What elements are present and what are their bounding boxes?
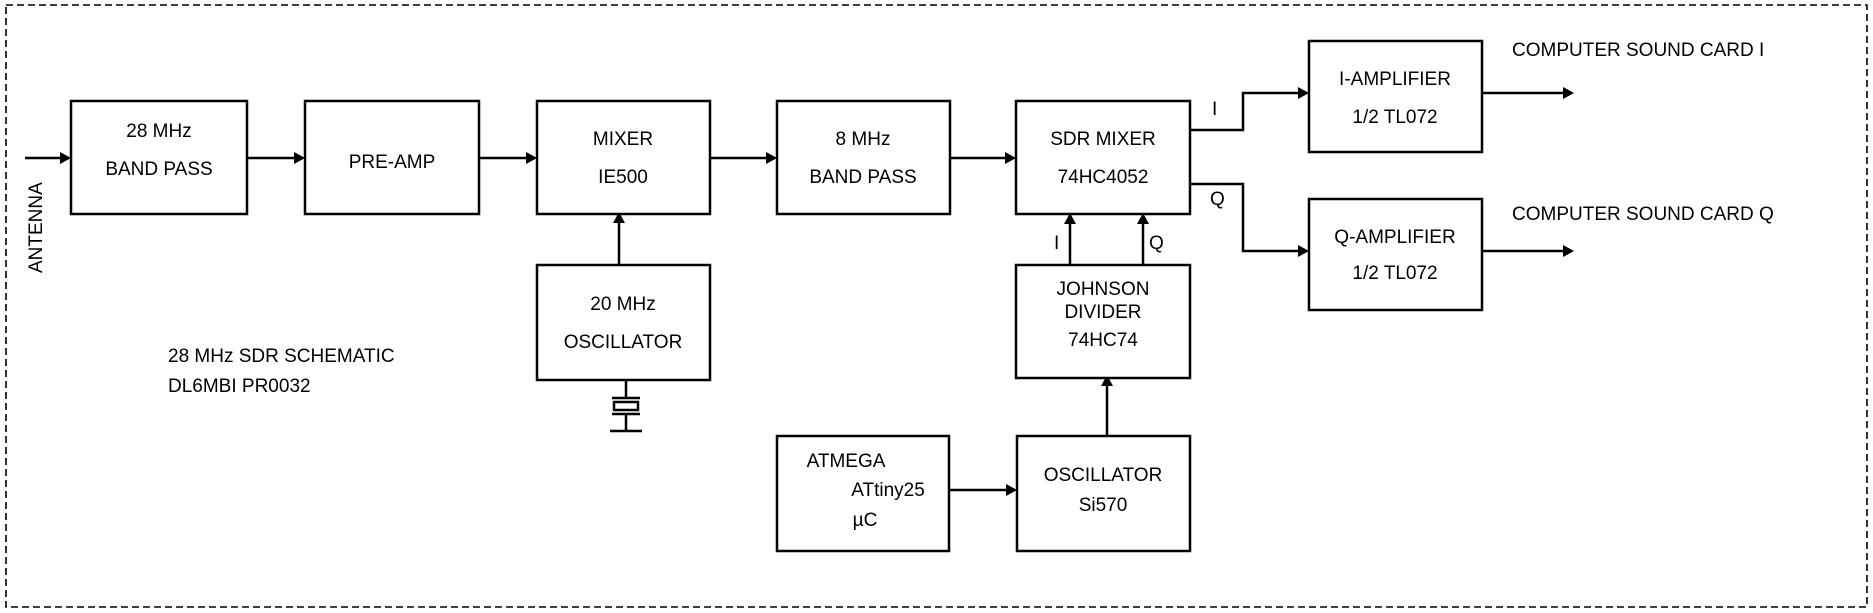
arrow-johnson-i — [1064, 213, 1076, 224]
block-mixer: MIXER IE500 — [535, 99, 712, 216]
arrow-into-iamp — [1298, 87, 1309, 99]
arrow-into-sdrmixer — [1005, 152, 1016, 164]
divider-label-i: I — [1054, 233, 1059, 254]
divider-label-q: Q — [1149, 233, 1164, 254]
block-label: Si570 — [1079, 495, 1128, 516]
schematic-title: 28 MHz SDR SCHEMATIC — [168, 346, 395, 367]
block-label: BAND PASS — [809, 167, 916, 188]
block-label: 1/2 TL072 — [1352, 263, 1437, 284]
block-oscillator-si570: OSCILLATOR Si570 — [1015, 434, 1192, 553]
block-sdr-mixer: SDR MIXER 74HC4052 — [1014, 99, 1192, 216]
block-label: OSCILLATOR — [564, 332, 683, 353]
block-label: ATtiny25 — [851, 480, 925, 501]
block-label: DIVIDER — [1064, 302, 1141, 323]
arrow-into-mixer — [526, 152, 537, 164]
block-bandpass-28mhz: 28 MHz BAND PASS — [69, 99, 249, 216]
wire-sdrmixer-to-qamp — [1190, 182, 1302, 253]
arrowheads — [60, 87, 1574, 496]
arrow-into-johnson — [1101, 375, 1113, 386]
block-label: 1/2 TL072 — [1352, 107, 1437, 128]
block-label: Q-AMPLIFIER — [1334, 227, 1455, 248]
output-label-soundcard-q: COMPUTER SOUND CARD Q — [1512, 204, 1774, 225]
block-label: I-AMPLIFIER — [1339, 69, 1451, 90]
antenna-label: ANTENNA — [26, 182, 47, 273]
block-label: 74HC74 — [1068, 330, 1138, 351]
block-label: JOHNSON — [1057, 279, 1150, 300]
block-label: PRE-AMP — [349, 152, 436, 173]
block-label: 8 MHz — [836, 129, 891, 150]
block-label: IE500 — [598, 167, 648, 188]
arrow-into-bandpass8 — [766, 152, 777, 164]
output-label-soundcard-i: COMPUTER SOUND CARD I — [1512, 40, 1764, 61]
arrow-into-preamp — [294, 152, 305, 164]
block-label: ATMEGA — [807, 451, 886, 472]
arrow-into-qamp — [1298, 245, 1309, 257]
block-label: 28 MHz — [126, 121, 191, 142]
block-label: 74HC4052 — [1058, 167, 1149, 188]
block-label: BAND PASS — [105, 159, 212, 180]
block-q-amplifier: Q-AMPLIFIER 1/2 TL072 — [1307, 197, 1484, 312]
diagram-frame — [5, 4, 1868, 608]
arrow-johnson-q — [1137, 213, 1149, 224]
block-label: OSCILLATOR — [1044, 465, 1163, 486]
block-atmega: ATMEGA ATtiny25 µC — [775, 434, 951, 553]
arrow-soundcard-i — [1563, 87, 1574, 99]
signal-wires — [25, 91, 1566, 492]
schematic-id: DL6MBI PR0032 — [168, 376, 311, 397]
block-i-amplifier: I-AMPLIFIER 1/2 TL072 — [1307, 39, 1484, 154]
block-label: SDR MIXER — [1050, 129, 1156, 150]
block-label: µC — [853, 510, 878, 531]
block-bandpass-8mhz: 8 MHz BAND PASS — [775, 99, 952, 216]
block-label: MIXER — [593, 129, 653, 150]
arrow-into-si570 — [1006, 484, 1017, 496]
block-oscillator-20mhz: 20 MHz OSCILLATOR — [535, 263, 712, 382]
arrow-into-bandpass28 — [60, 152, 71, 164]
arrow-into-mixer-lo — [613, 212, 625, 223]
crystal-icon — [610, 380, 642, 433]
block-johnson-divider: JOHNSON DIVIDER 74HC74 — [1014, 263, 1192, 380]
wire-sdrmixer-to-iamp — [1190, 91, 1302, 132]
block-label: 20 MHz — [590, 294, 655, 315]
block-preamp: PRE-AMP — [303, 99, 481, 216]
mixer-output-label-q: Q — [1210, 189, 1225, 210]
mixer-output-label-i: I — [1212, 99, 1217, 120]
arrow-soundcard-q — [1563, 245, 1574, 257]
